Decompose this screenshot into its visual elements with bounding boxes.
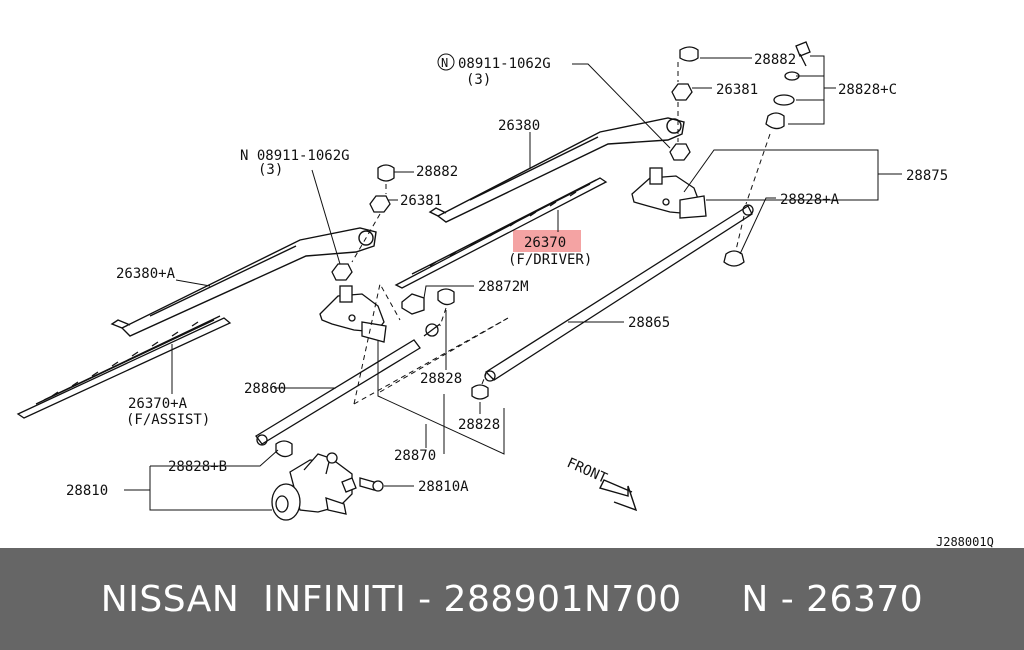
arm-assist-drawing	[110, 227, 377, 337]
label-blade-assist-note: (F/ASSIST)	[126, 412, 210, 428]
label-rod-right: 28865	[628, 315, 670, 331]
label-hw-b: 28828+B	[168, 459, 227, 475]
label-linkage: 28870	[394, 448, 436, 464]
motor-drawing	[271, 452, 384, 521]
label-bracket: 28872M	[478, 279, 529, 295]
label-nut-left: N 08911-1062G	[240, 148, 350, 164]
label-bolt: 28810A	[418, 479, 469, 495]
label-blade-driver-note: (F/DRIVER)	[508, 252, 592, 268]
label-blade-assist: 26370+A	[128, 396, 188, 412]
footer-bar: NISSAN INFINITI - 288901N700 N - 26370	[0, 548, 1024, 650]
blade-driver-highlight	[513, 230, 581, 252]
label-arm-driver: 26380	[498, 118, 540, 134]
label-nut-top: 08911-1062G	[458, 56, 551, 72]
front-arrow	[598, 479, 638, 512]
label-nut-26381-top: 26381	[716, 82, 758, 98]
pivot-right-drawing	[631, 167, 707, 219]
label-cap-top: 28882	[754, 52, 796, 68]
part-number-caption: NISSAN INFINITI - 288901N700 N - 26370	[100, 578, 924, 620]
label-nut-left-qty: (3)	[258, 162, 283, 178]
label-arm-assist: 26380+A	[116, 266, 176, 282]
pivot-left-drawing	[319, 285, 387, 343]
link-rods-drawing	[255, 204, 754, 446]
label-diagram-code: J288001Q	[936, 535, 994, 548]
dashed-lines	[351, 62, 771, 405]
n-marker-letter: N	[441, 56, 448, 70]
label-blade-driver: 26370	[524, 235, 566, 251]
label-bush-mid: 28828	[420, 371, 462, 387]
hardware-drawings	[275, 41, 811, 458]
blade-assist-drawing	[16, 315, 232, 419]
arm-driver-drawing	[428, 117, 685, 223]
label-hw-a: 28828+A	[780, 192, 840, 208]
blade-driver-drawing	[394, 177, 608, 289]
label-nut-26381-left: 26381	[400, 193, 442, 209]
label-motor: 28810	[66, 483, 108, 499]
label-rod-left: 28860	[244, 381, 286, 397]
label-link-assy: 28875	[906, 168, 948, 184]
label-hw-c: 28828+C	[838, 82, 897, 98]
label-nut-top-qty: (3)	[466, 72, 491, 88]
n-marker-circle	[437, 53, 455, 71]
label-cap-left: 28882	[416, 164, 458, 180]
parts-diagram: FRONT	[16, 41, 994, 548]
label-bush-low: 28828	[458, 417, 500, 433]
leader-lines	[124, 55, 902, 511]
front-label: FRONT	[564, 455, 610, 487]
